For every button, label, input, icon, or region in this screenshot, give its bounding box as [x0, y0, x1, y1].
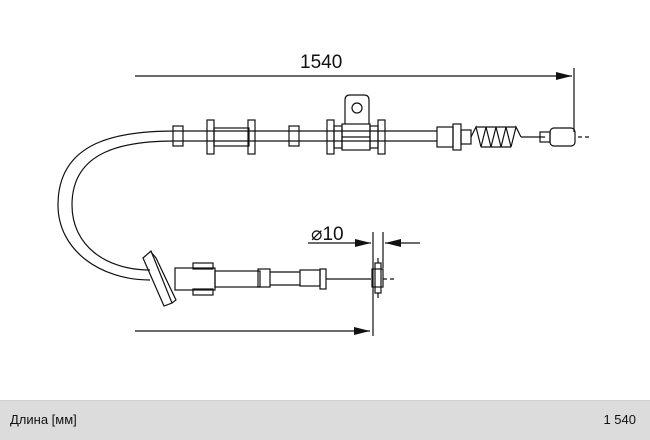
top-cable-end — [436, 123, 590, 151]
bottom-dimension-line — [135, 232, 374, 336]
cable-sheath-inner — [71, 140, 437, 271]
length-dimension-label: 1540 — [300, 52, 343, 73]
diameter-dimension-label: ⌀10 — [311, 224, 344, 245]
spec-name: Длина [мм] — [10, 412, 77, 427]
spec-row: Длина [мм] 1 540 — [0, 400, 650, 440]
spec-value: 1 540 — [603, 412, 636, 427]
brake-cable-drawing — [57, 68, 590, 336]
diameter-dimension-line — [308, 232, 420, 268]
length-dimension-line — [135, 68, 575, 132]
bottom-cable-fittings — [142, 249, 395, 307]
cable-sheath-outer — [57, 130, 437, 281]
top-cable-fittings — [172, 94, 386, 155]
